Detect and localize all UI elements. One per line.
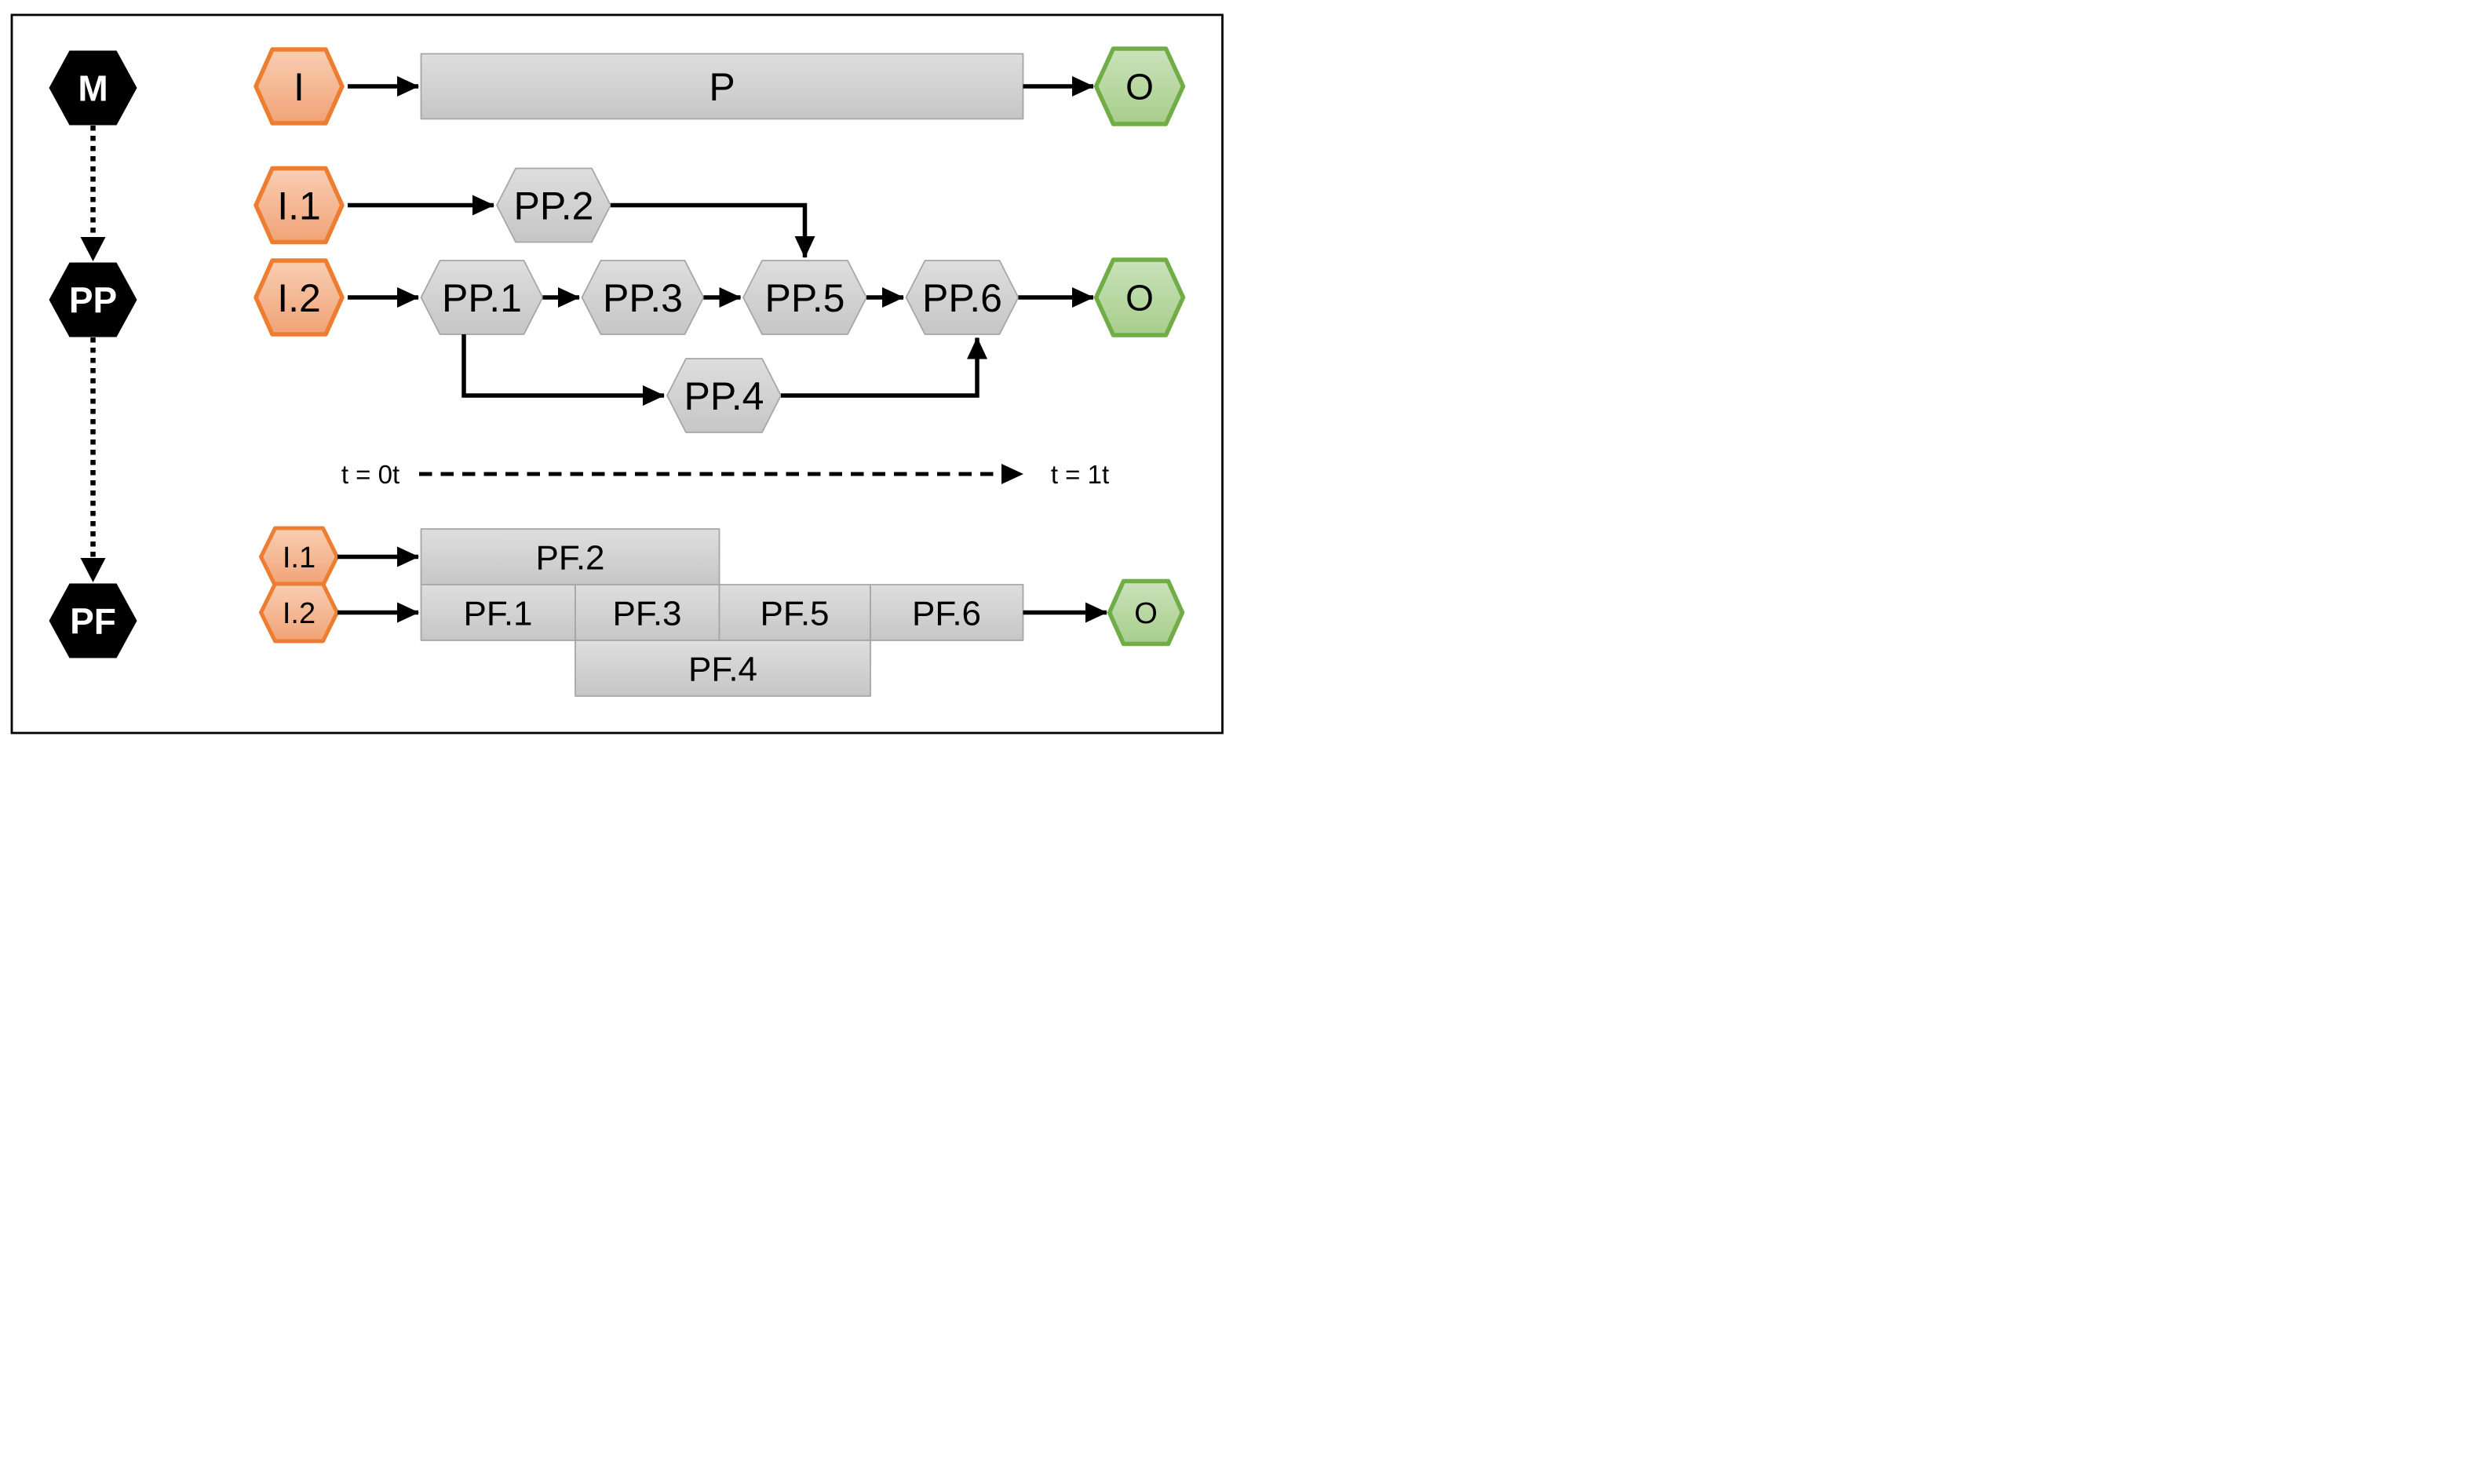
output-hexagon-o-middle <box>1093 257 1186 337</box>
input-hexagon-i2 <box>254 258 345 337</box>
pf4-label: PF.4 <box>688 650 757 688</box>
task-bar-pf4 <box>575 640 871 697</box>
input-i1-bottom-label: I.1 <box>283 541 316 574</box>
input-i2-label: I.2 <box>277 276 321 320</box>
input-i1-label: I.1 <box>277 184 321 228</box>
level-pf-hexagon <box>49 583 137 658</box>
output-hexagon-o-top <box>1093 46 1186 126</box>
task-bar-pf5 <box>718 584 871 641</box>
input-hexagon-i <box>254 47 345 126</box>
timeline-end-label: t = 1t <box>1051 460 1109 489</box>
input-i2-bottom-label: I.2 <box>283 597 316 630</box>
arrowhead-icon <box>80 558 106 582</box>
output-o-bottom-label: O <box>1134 597 1158 630</box>
timeline-start-label: t = 0t <box>341 460 399 489</box>
level-pf-label: PF <box>70 601 116 642</box>
diagram-canvas: M PP PF I P O I.1 PP.2 I.2 PP.1 PP.3 PP.… <box>10 13 1224 735</box>
arrowhead-icon <box>80 237 106 261</box>
input-hexagon-i1 <box>254 166 345 245</box>
output-hexagon-o-bottom <box>1107 578 1185 647</box>
pp5-label: PP.5 <box>765 276 845 320</box>
process-hierarchy-diagram: M PP PF I P O I.1 PP.2 I.2 PP.1 PP.3 PP.… <box>0 0 1233 742</box>
task-bar-pf2 <box>420 528 720 585</box>
pf5-label: PF.5 <box>760 594 829 633</box>
input-hexagon-i2-bottom <box>259 582 339 644</box>
task-bar-pf1 <box>420 584 576 641</box>
pf2-label: PF.2 <box>535 538 604 577</box>
level-pp-hexagon <box>49 262 137 337</box>
level-pp-label: PP <box>69 280 117 321</box>
pf3-label: PF.3 <box>612 594 681 633</box>
output-o-top-label: O <box>1125 67 1154 108</box>
task-bar-pf6 <box>870 584 1024 641</box>
input-i-label: I <box>294 65 305 109</box>
process-bar-p <box>420 53 1024 120</box>
output-o-middle-label: O <box>1125 278 1154 319</box>
elbow-arrow-pp1-to-pp4 <box>461 334 665 406</box>
process-p-label: P <box>709 65 735 109</box>
pp6-label: PP.6 <box>922 276 1002 320</box>
pf6-label: PF.6 <box>912 594 981 633</box>
pp1-label: PP.1 <box>442 276 522 320</box>
elbow-arrow-pp2-to-pp5 <box>611 202 815 258</box>
pp4-label: PP.4 <box>684 374 764 418</box>
diagram-border <box>10 13 1224 735</box>
pf1-label: PF.1 <box>463 594 532 633</box>
level-m-hexagon <box>49 50 137 126</box>
pp3-label: PP.3 <box>603 276 683 320</box>
level-m-label: M <box>78 68 108 109</box>
pp2-label: PP.2 <box>514 184 594 228</box>
elbow-arrow-pp4-to-pp6 <box>781 337 987 398</box>
